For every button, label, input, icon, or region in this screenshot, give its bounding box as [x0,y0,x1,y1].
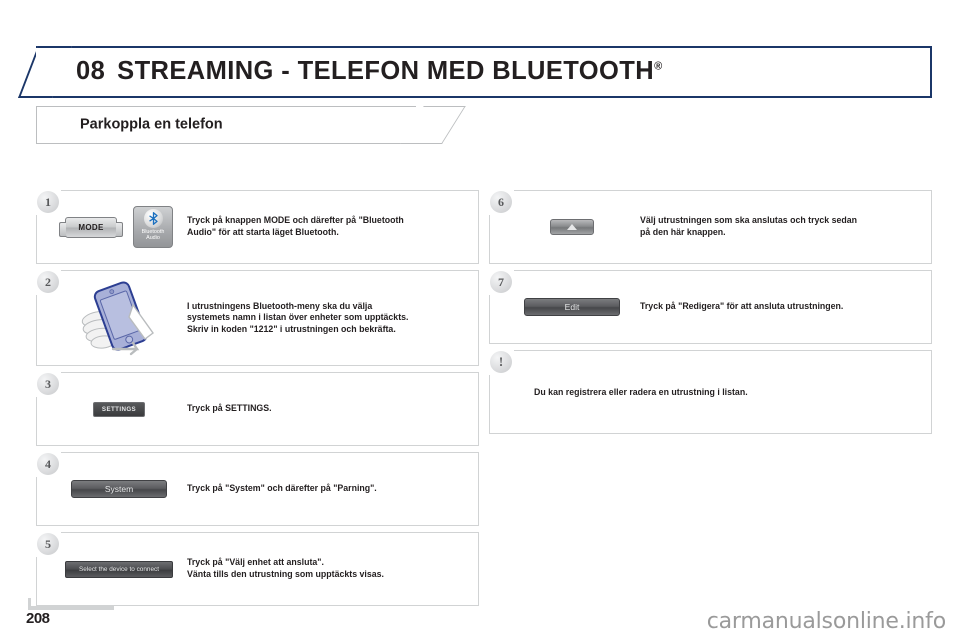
step-7-text: Tryck på "Redigera" för att ansluta utru… [640,301,921,313]
bluetooth-tile-label-1: Bluetooth [141,229,165,235]
step-4-badge: 4 [35,451,61,477]
step-5-visual: Select the device to connect [59,544,179,594]
step-7-visual: Edit [512,282,632,332]
step-2-text-line-3: Skriv in koden "1212" i utrustningen och… [187,323,396,334]
step-6-number: 6 [490,191,512,213]
watermark: carmanualsonline.info [706,609,946,634]
step-6-text-line-1: Välj utrustningen som ska anslutas och t… [640,215,858,226]
triangle-up-icon [567,224,577,230]
step-5: 5 Select the device to connect Tryck på … [35,531,479,606]
page-number: 208 [26,610,50,627]
step-1-visual: MODE Bluetooth Audio [59,202,179,252]
step-2-number: 2 [37,271,59,293]
step-5-badge: 5 [35,531,61,557]
section-header-mask [388,107,412,143]
step-4-text-line-1: Tryck på "System" och därefter på "Parni… [187,483,377,494]
bluetooth-tile-label-2: Audio [146,235,160,242]
exclamation-icon: ! [490,351,512,373]
chapter-number: 08 [76,56,106,85]
mode-button[interactable]: MODE [59,216,123,238]
step-3-text-line-1: Tryck på SETTINGS. [187,403,272,414]
step-2-visual [59,279,179,357]
step-3-visual: SETTINGS [59,384,179,434]
warning-text: Du kan registrera eller radera en utrust… [534,387,748,397]
step-2-text: I utrustningens Bluetooth-meny ska du vä… [187,301,468,336]
settings-button[interactable]: SETTINGS [93,401,145,417]
step-1-badge: 1 [35,189,61,215]
step-1-number: 1 [37,191,59,213]
step-1-text-line-2: Audio" för att starta läget Bluetooth. [187,227,339,237]
step-6: 6 Välj utrustningen som ska anslutas och… [488,189,932,264]
step-7: 7 Edit Tryck på "Redigera" för att anslu… [488,269,932,344]
step-5-text: Tryck på "Välj enhet att ansluta". Vänta… [187,557,468,580]
step-4-number: 4 [37,453,59,475]
step-2: 2 [35,269,479,366]
bluetooth-audio-tile[interactable]: Bluetooth Audio [133,206,173,248]
bluetooth-icon [143,209,163,228]
step-2-badge: 2 [35,269,61,295]
step-5-number: 5 [37,533,59,555]
step-1-text: Tryck på knappen MODE och därefter på "B… [187,215,468,238]
step-1-text-line-1: Tryck på knappen MODE och därefter på "B… [187,215,404,226]
step-7-badge: 7 [488,269,514,295]
chapter-header-mask [36,48,62,96]
page-title: 08 STREAMING - TELEFON MED BLUETOOTH® [76,57,663,86]
step-6-text-line-2: på den här knappen. [640,227,726,237]
step-6-visual [512,202,632,252]
chapter-header: 08 STREAMING - TELEFON MED BLUETOOTH® [18,46,932,98]
step-4-visual: System [59,464,179,514]
step-6-text: Välj utrustningen som ska anslutas och t… [640,215,921,238]
up-arrow-button[interactable] [550,219,594,235]
step-3-badge: 3 [35,371,61,397]
steps-left-column: 1 MODE Bluetooth Audio Tryck på knappen … [35,189,479,612]
step-7-number: 7 [490,271,512,293]
system-button[interactable]: System [71,480,167,498]
edit-button[interactable]: Edit [524,298,620,316]
chapter-title-text: STREAMING - TELEFON MED BLUETOOTH [117,56,655,85]
chapter-header-bar [36,46,932,98]
step-4: 4 System Tryck på "System" och därefter … [35,451,479,526]
step-5-text-line-2: Vänta tills den utrustning som upptäckts… [187,569,384,579]
step-6-badge: 6 [488,189,514,215]
step-3: 3 SETTINGS Tryck på SETTINGS. [35,371,479,446]
section-header-bar [36,106,416,144]
step-4-text: Tryck på "System" och därefter på "Parni… [187,483,468,495]
step-1: 1 MODE Bluetooth Audio Tryck på knappen … [35,189,479,264]
section-header: Parkoppla en telefon [36,106,466,144]
warning-note: ! Du kan registrera eller radera en utru… [488,349,932,434]
step-5-text-line-1: Tryck på "Välj enhet att ansluta". [187,557,324,568]
step-2-text-line-1: I utrustningens Bluetooth-meny ska du vä… [187,300,373,311]
step-2-text-line-2: systemets namn i listan över enheter som… [187,312,409,323]
footer-rule [28,606,114,610]
step-3-text: Tryck på SETTINGS. [187,403,468,415]
steps-right-column: 6 Välj utrustningen som ska anslutas och… [488,189,932,434]
select-device-button[interactable]: Select the device to connect [65,560,173,578]
hand-holding-phone-icon [81,281,154,356]
warning-badge: ! [488,349,514,375]
registered-trademark-icon: ® [654,60,663,73]
section-title: Parkoppla en telefon [80,116,223,133]
footer-tick [28,598,31,610]
step-7-text-line-1: Tryck på "Redigera" för att ansluta utru… [640,301,844,312]
step-3-number: 3 [37,373,59,395]
